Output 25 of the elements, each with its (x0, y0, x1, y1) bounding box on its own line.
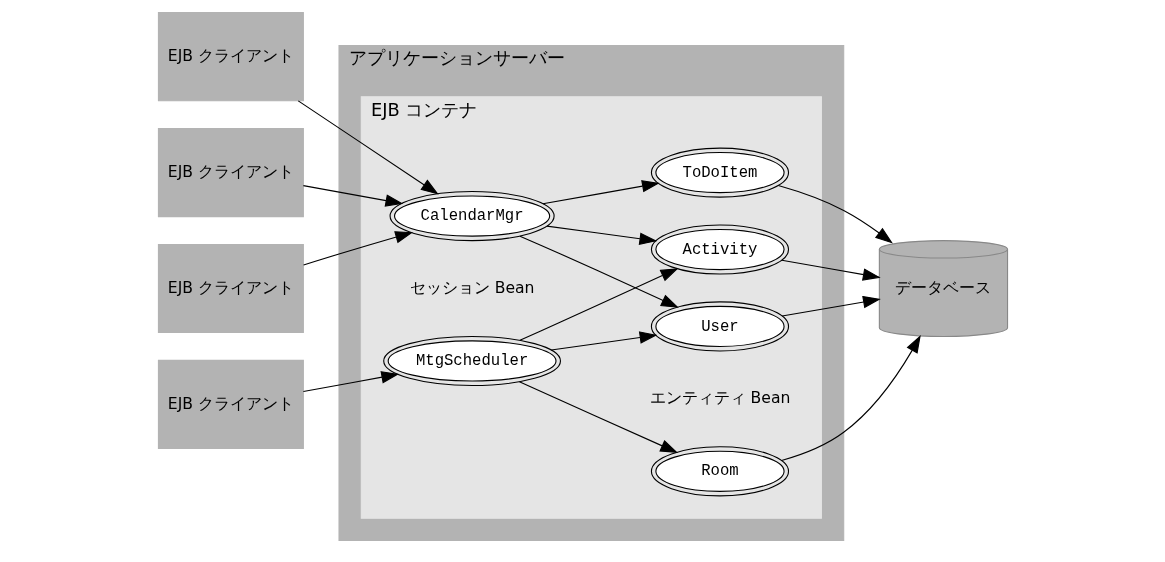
node-box: EJB クライアント (157, 12, 304, 102)
arrow (518, 235, 679, 308)
node-box: EJB クライアント (157, 243, 304, 334)
arrow (518, 268, 678, 341)
arrow (550, 331, 657, 351)
arrow (518, 381, 678, 453)
arrow (780, 335, 921, 462)
node-ellipse: User (650, 301, 789, 352)
arrow (781, 295, 881, 317)
arrow (302, 231, 413, 266)
arrow (541, 180, 660, 205)
arrow (777, 185, 893, 244)
node-ellipse: Room (650, 446, 789, 497)
node-ellipse: Activity (650, 224, 789, 275)
label: セッション Bean (409, 278, 534, 297)
label: エンティティ Bean (649, 388, 790, 407)
node-ellipse: MtgScheduler (382, 335, 561, 387)
arrow (302, 371, 399, 392)
arrow (545, 225, 657, 245)
arrow (297, 100, 439, 195)
arrow (302, 185, 403, 207)
node-ellipse: ToDoItem (650, 147, 789, 198)
node-box: EJB クライアント (157, 359, 304, 450)
node-box: EJB クライアント (157, 128, 304, 218)
arrow (780, 259, 881, 281)
